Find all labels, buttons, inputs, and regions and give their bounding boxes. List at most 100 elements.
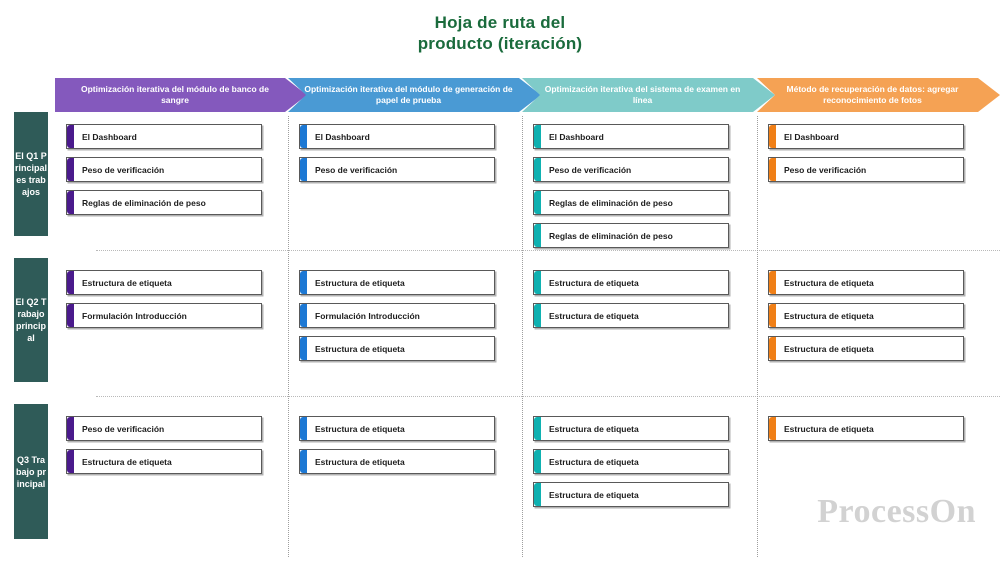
task-card[interactable]: Estructura de etiqueta (533, 416, 729, 441)
task-card-accent-bar (67, 191, 74, 214)
task-card-label: Reglas de eliminación de peso (549, 197, 673, 208)
task-card-label: Estructura de etiqueta (549, 423, 639, 434)
task-card-label: Estructura de etiqueta (784, 310, 874, 321)
task-card[interactable]: Estructura de etiqueta (533, 449, 729, 474)
page-title-line2: producto (iteración) (417, 34, 583, 53)
task-card-accent-bar (67, 450, 74, 473)
column-header-3[interactable]: Optimización iterativa del sistema de ex… (522, 78, 775, 112)
processon-watermark: ProcessOn (817, 493, 976, 530)
task-card[interactable]: Estructura de etiqueta (66, 270, 262, 295)
column-header-1[interactable]: Optimización iterativa del módulo de ban… (55, 78, 307, 112)
task-card-accent-bar (300, 304, 307, 327)
task-card[interactable]: Peso de verificación (66, 416, 262, 441)
task-card-accent-bar (67, 271, 74, 294)
task-card-label: Estructura de etiqueta (549, 489, 639, 500)
page-title-line1: Hoja de ruta del (434, 13, 566, 32)
task-card-label: El Dashboard (315, 131, 370, 142)
task-card[interactable]: Estructura de etiqueta (66, 449, 262, 474)
task-card-label: Estructura de etiqueta (315, 456, 405, 467)
task-card-accent-bar (769, 417, 776, 440)
task-card[interactable]: Estructura de etiqueta (533, 270, 729, 295)
task-card[interactable]: El Dashboard (66, 124, 262, 149)
task-card[interactable]: Peso de verificación (768, 157, 964, 182)
task-card-accent-bar (769, 304, 776, 327)
task-card-accent-bar (534, 417, 541, 440)
task-card-label: Peso de verificación (82, 164, 165, 175)
task-card-label: El Dashboard (549, 131, 604, 142)
task-card-accent-bar (769, 125, 776, 148)
task-card[interactable]: Formulación Introducción (299, 303, 495, 328)
task-card-label: Reglas de eliminación de peso (549, 230, 673, 241)
task-card-accent-bar (534, 483, 541, 506)
task-card-accent-bar (769, 337, 776, 360)
task-card-label: Peso de verificación (549, 164, 632, 175)
column-header-label: Optimización iterativa del sistema de ex… (544, 84, 741, 105)
task-card[interactable]: Estructura de etiqueta (299, 270, 495, 295)
task-card-label: Estructura de etiqueta (549, 456, 639, 467)
task-card-accent-bar (67, 158, 74, 181)
column-header-label: Optimización iterativa del módulo de ban… (81, 84, 269, 105)
task-card-accent-bar (534, 224, 541, 247)
row-label-1[interactable]: El Q1 Principales trabajos (14, 112, 48, 236)
task-card-label: Peso de verificación (784, 164, 867, 175)
task-card[interactable]: Estructura de etiqueta (299, 449, 495, 474)
task-card-accent-bar (67, 417, 74, 440)
task-card-label: El Dashboard (784, 131, 839, 142)
task-card[interactable]: Peso de verificación (299, 157, 495, 182)
task-card-label: El Dashboard (82, 131, 137, 142)
task-card[interactable]: El Dashboard (533, 124, 729, 149)
task-card[interactable]: Estructura de etiqueta (533, 482, 729, 507)
task-card-label: Estructura de etiqueta (784, 423, 874, 434)
task-card-accent-bar (534, 158, 541, 181)
task-card-label: Peso de verificación (82, 423, 165, 434)
task-card[interactable]: Reglas de eliminación de peso (66, 190, 262, 215)
task-card[interactable]: Estructura de etiqueta (768, 336, 964, 361)
task-card[interactable]: Reglas de eliminación de peso (533, 190, 729, 215)
task-card[interactable]: Estructura de etiqueta (768, 303, 964, 328)
task-card-accent-bar (534, 271, 541, 294)
column-header-label: Optimización iterativa del módulo de gen… (304, 84, 513, 105)
task-card-label: Peso de verificación (315, 164, 398, 175)
column-header-4[interactable]: Método de recuperación de datos: agregar… (757, 78, 1000, 112)
task-card[interactable]: Estructura de etiqueta (299, 416, 495, 441)
column-header-label: Método de recuperación de datos: agregar… (786, 84, 959, 105)
task-card[interactable]: Estructura de etiqueta (533, 303, 729, 328)
task-card-accent-bar (300, 417, 307, 440)
task-card[interactable]: Peso de verificación (66, 157, 262, 182)
task-card-label: Estructura de etiqueta (784, 277, 874, 288)
task-card[interactable]: Estructura de etiqueta (768, 416, 964, 441)
task-card-accent-bar (67, 304, 74, 327)
task-card-accent-bar (300, 125, 307, 148)
column-header-2[interactable]: Optimización iterativa del módulo de gen… (288, 78, 541, 112)
task-card[interactable]: El Dashboard (768, 124, 964, 149)
task-card[interactable]: Peso de verificación (533, 157, 729, 182)
task-card-accent-bar (769, 271, 776, 294)
task-card-accent-bar (300, 450, 307, 473)
task-card-accent-bar (534, 304, 541, 327)
task-card-accent-bar (534, 450, 541, 473)
row-label-3[interactable]: Q3 Trabajo principal (14, 404, 48, 539)
task-card[interactable]: Reglas de eliminación de peso (533, 223, 729, 248)
task-card-label: Estructura de etiqueta (315, 423, 405, 434)
column-divider-3 (757, 116, 758, 557)
task-card[interactable]: Estructura de etiqueta (768, 270, 964, 295)
task-card-accent-bar (534, 191, 541, 214)
task-card[interactable]: El Dashboard (299, 124, 495, 149)
task-card[interactable]: Formulación Introducción (66, 303, 262, 328)
task-card-label: Reglas de eliminación de peso (82, 197, 206, 208)
task-card[interactable]: Estructura de etiqueta (299, 336, 495, 361)
task-card-accent-bar (300, 271, 307, 294)
task-card-accent-bar (534, 125, 541, 148)
column-divider-2 (522, 116, 523, 557)
task-card-label: Estructura de etiqueta (315, 277, 405, 288)
task-card-label: Estructura de etiqueta (549, 310, 639, 321)
task-card-accent-bar (300, 158, 307, 181)
row-label-2[interactable]: El Q2 Trabajo principal (14, 258, 48, 382)
column-divider-1 (288, 116, 289, 557)
task-card-label: Estructura de etiqueta (315, 343, 405, 354)
task-card-label: Estructura de etiqueta (549, 277, 639, 288)
task-card-accent-bar (300, 337, 307, 360)
task-card-accent-bar (769, 158, 776, 181)
row-divider-1 (96, 250, 1000, 251)
